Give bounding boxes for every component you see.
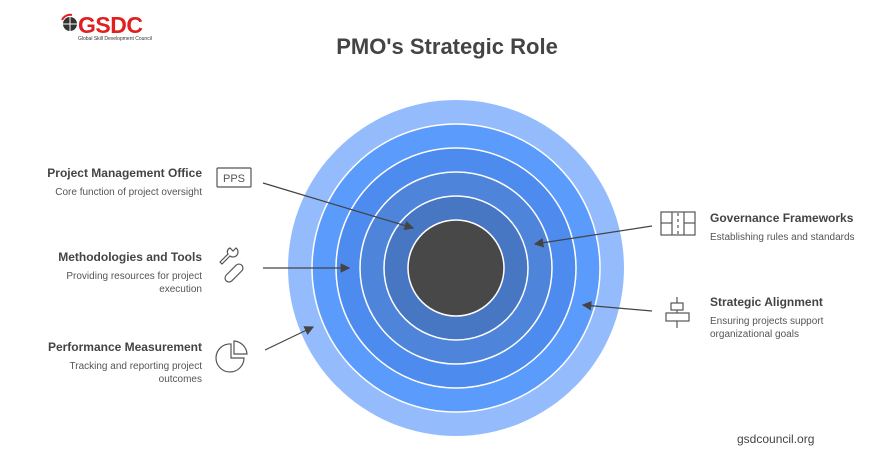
item-title: Performance Measurement (47, 340, 202, 354)
item-desc: Tracking and reporting project outcomes (69, 361, 202, 385)
page-title: PMO's Strategic Role (336, 34, 558, 59)
item-title: Governance Frameworks (710, 211, 854, 225)
arrow-governance (533, 225, 653, 248)
item-governance-frameworks: Governance Frameworks Establishing rules… (710, 211, 870, 244)
item-desc: Ensuring projects support organizational… (710, 316, 824, 340)
arrow-performance (264, 326, 315, 351)
item-title: Methodologies and Tools (58, 250, 202, 264)
item-project-management-office: Project Management Office Core function … (32, 166, 202, 199)
item-desc: Establishing rules and standards (710, 232, 855, 243)
item-methodologies-and-tools: Methodologies and Tools Providing resour… (32, 250, 202, 296)
framework-grid-icon (660, 211, 696, 236)
item-desc: Providing resources for project executio… (66, 271, 202, 295)
tools-icon (219, 247, 244, 283)
arrow-strategic (581, 300, 653, 312)
align-center-icon (665, 297, 690, 328)
item-title: Project Management Office (47, 166, 202, 180)
footer-website: gsdcouncil.org (737, 432, 815, 446)
arrow-pmo (262, 182, 415, 231)
item-desc: Core function of project oversight (55, 187, 202, 198)
gsdc-logo (60, 12, 80, 41)
pps-icon: PPS (216, 167, 252, 188)
pie-chart-icon (215, 340, 248, 373)
item-performance-measurement: Performance Measurement Tracking and rep… (32, 340, 202, 386)
logo-tagline: Global Skill Development Council (78, 36, 152, 42)
core-circle (407, 219, 505, 317)
svg-text:PPS: PPS (223, 173, 245, 185)
item-title: Strategic Alignment (710, 295, 823, 309)
logo-text: GSDC (78, 12, 143, 38)
item-strategic-alignment: Strategic Alignment Ensuring projects su… (710, 295, 840, 341)
